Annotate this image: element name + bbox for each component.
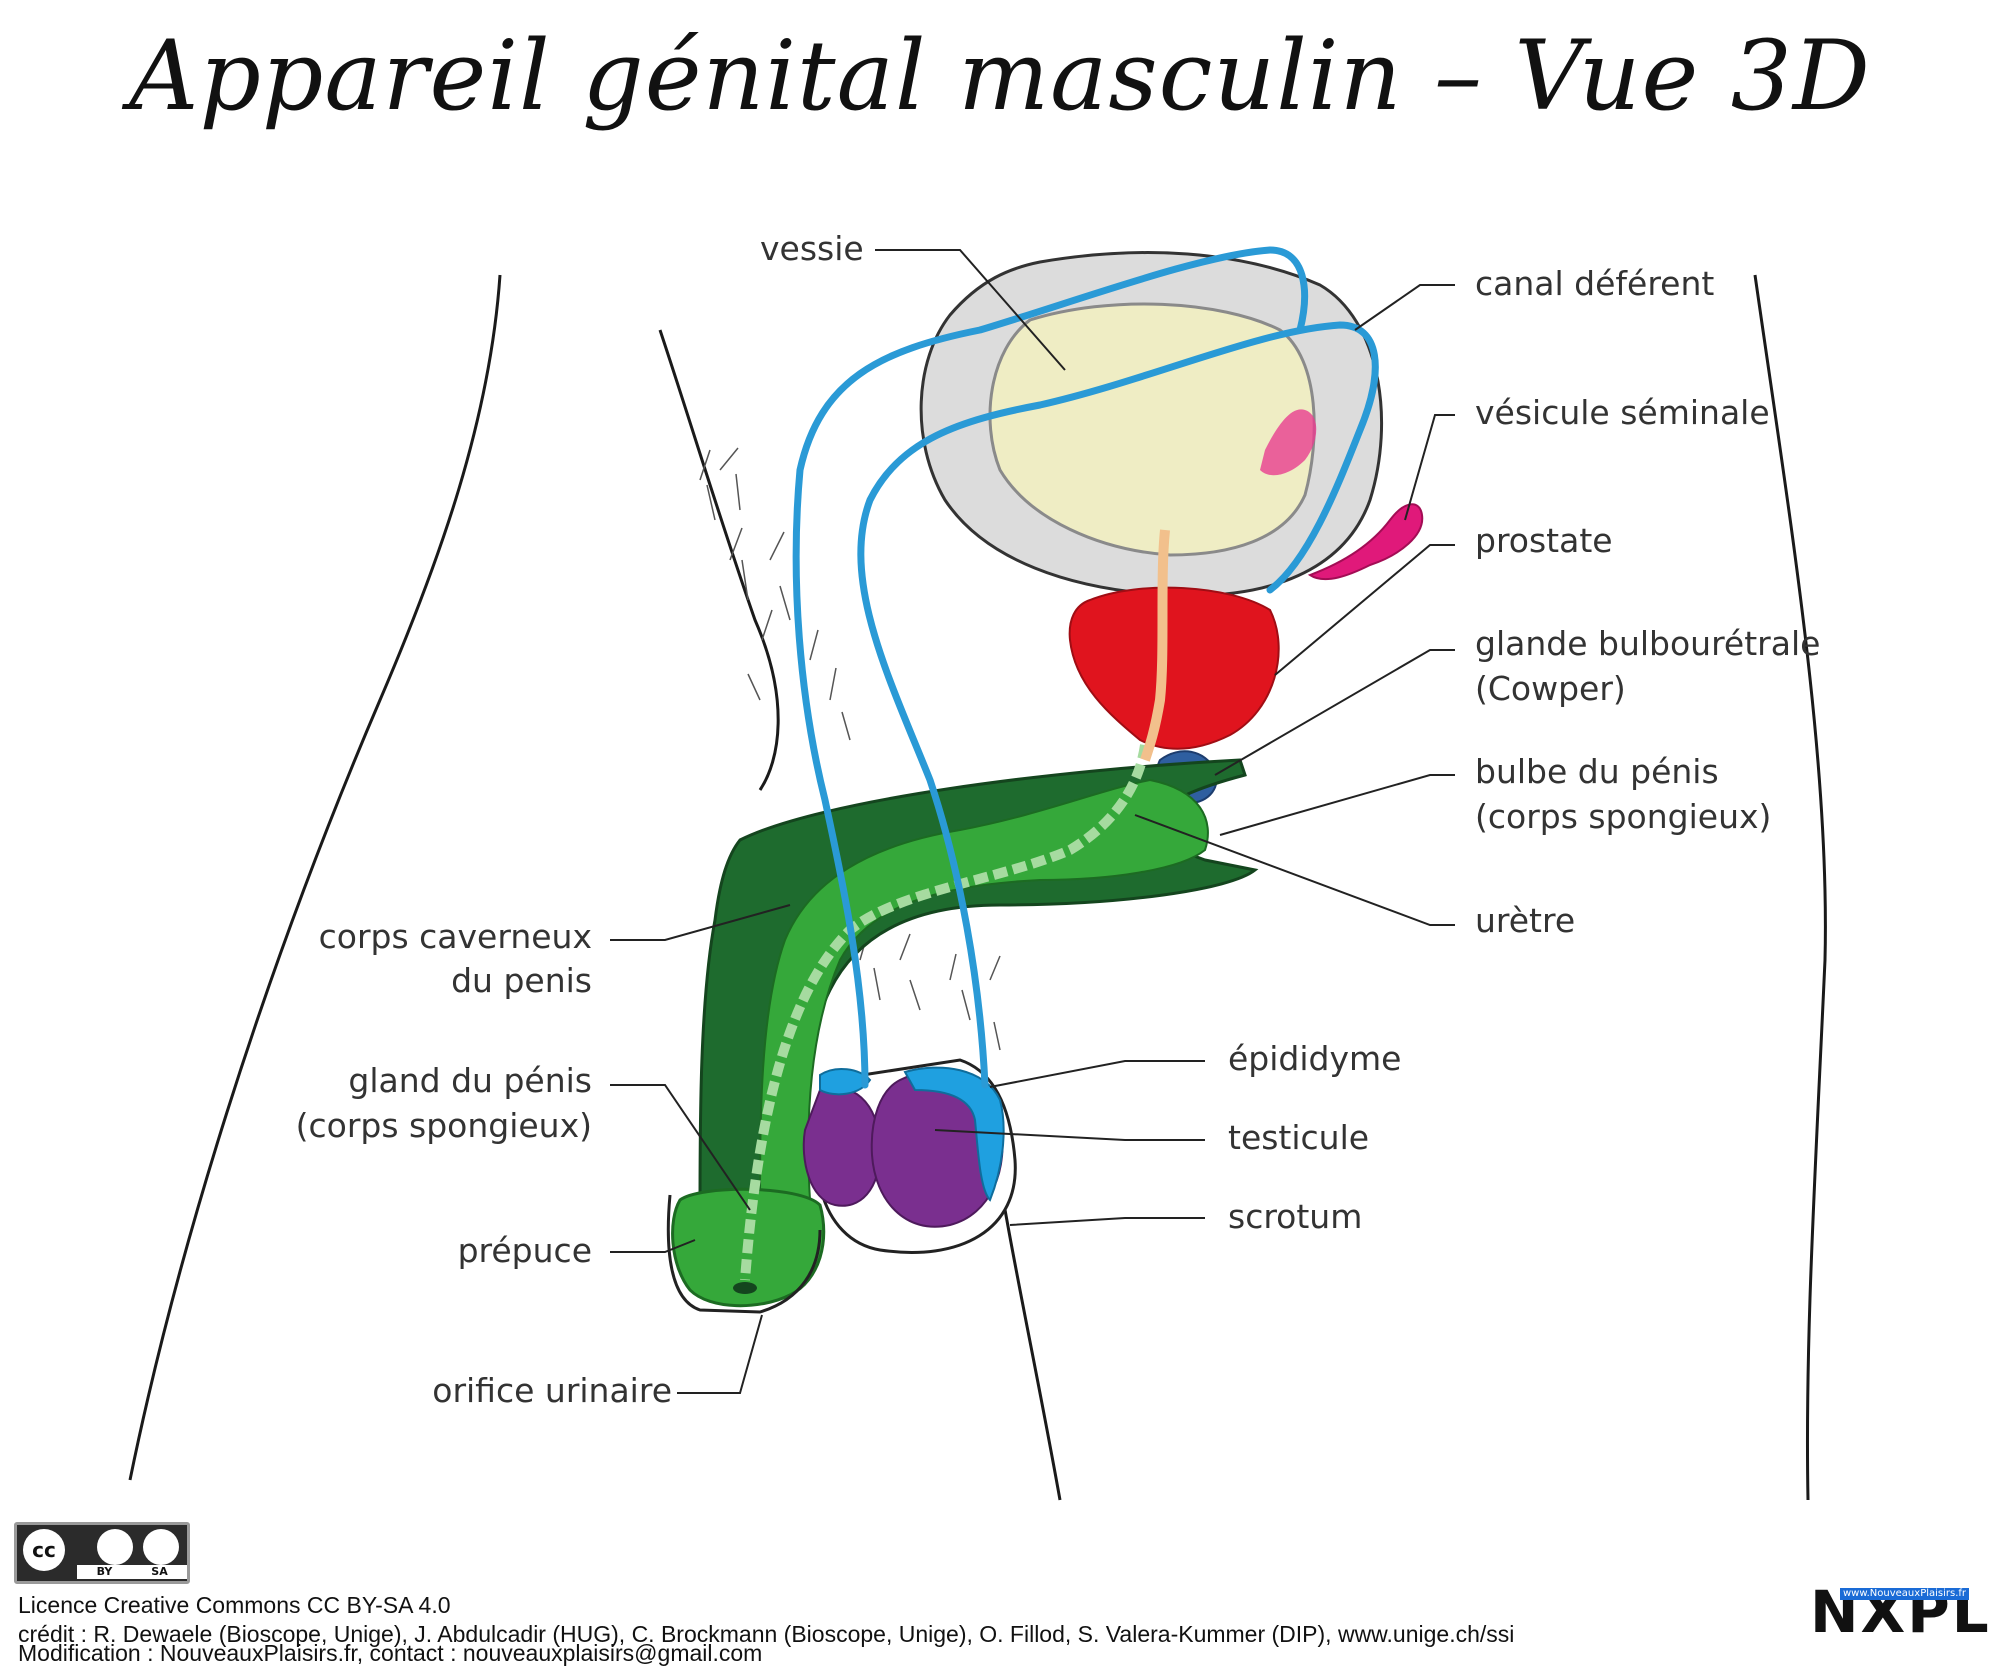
cc-sa-tag: SA (151, 1565, 168, 1578)
label-glande-bulbouretrale: glande bulbourétrale (1475, 624, 1820, 663)
share-alike-icon (143, 1529, 179, 1565)
epididymis-left (819, 1068, 872, 1096)
prepuce-outline (666, 1194, 822, 1314)
urethra-path (740, 744, 1150, 1281)
license-text: Licence Creative Commons CC BY-SA 4.0 (18, 1592, 451, 1618)
urinary-orifice (733, 1282, 757, 1294)
label-epididyme: épididyme (1228, 1039, 1401, 1078)
vas-deferens-left (792, 246, 1309, 1089)
logo-url: www.NouveauxPlaisirs.fr (1840, 1588, 1970, 1600)
label-vesicule-seminale: vésicule séminale (1475, 393, 1770, 432)
leader-lines (610, 249, 1455, 1394)
attribution-icon (97, 1529, 133, 1565)
label-du-penis: du penis (451, 961, 592, 1000)
label-bulbe-corps-spongieux: (corps spongieux) (1475, 797, 1771, 836)
left-hip-outline (128, 274, 502, 1481)
vas-deferens-right (857, 321, 1379, 1089)
seminal-vesicle-left (1260, 409, 1317, 476)
label-orifice-urinaire: orifice urinaire (432, 1371, 672, 1410)
label-prepuce: prépuce (458, 1231, 592, 1270)
label-vessie: vessie (760, 229, 864, 268)
bladder-inner (988, 302, 1316, 557)
cc-license-badge[interactable]: cc BY SA (14, 1522, 190, 1584)
label-uretre: urètre (1475, 901, 1575, 940)
diagram-title: Appareil génital masculin – Vue 3D (129, 20, 1871, 132)
urethra-prostatic (1140, 529, 1170, 762)
seminal-vesicle-right (1307, 503, 1424, 581)
label-gland-du-penis: gland du pénis (348, 1061, 592, 1100)
cc-badge-tags: BY SA (77, 1565, 187, 1579)
cc-by-tag: BY (96, 1565, 113, 1578)
label-cowper: (Cowper) (1475, 669, 1626, 708)
label-prostate: prostate (1475, 521, 1613, 560)
cc-icon: cc (23, 1529, 65, 1571)
label-gland-corps-spongieux: (corps spongieux) (296, 1106, 592, 1145)
label-canal-deferent: canal déférent (1475, 264, 1714, 303)
label-bulbe-du-penis: bulbe du pénis (1475, 752, 1719, 791)
label-testicule: testicule (1228, 1118, 1369, 1157)
prostate-shape (1068, 586, 1280, 750)
epididymis-right (903, 1066, 1005, 1202)
nxpl-logo: NXPL www.NouveauxPlaisirs.fr (1810, 1582, 1989, 1642)
testicle-left (802, 1086, 882, 1207)
modification-text: Modification : NouveauxPlaisirs.fr, cont… (18, 1640, 763, 1666)
vas-deferens (792, 246, 1379, 1089)
label-scrotum: scrotum (1228, 1197, 1362, 1236)
label-corps-caverneux: corps caverneux (319, 917, 592, 956)
right-hip-outline (1753, 274, 1827, 1501)
left-inner-thigh-outline (658, 329, 780, 791)
credit-text: crédit : R. Dewaele (Bioscope, Unige), J… (18, 1621, 1515, 1647)
